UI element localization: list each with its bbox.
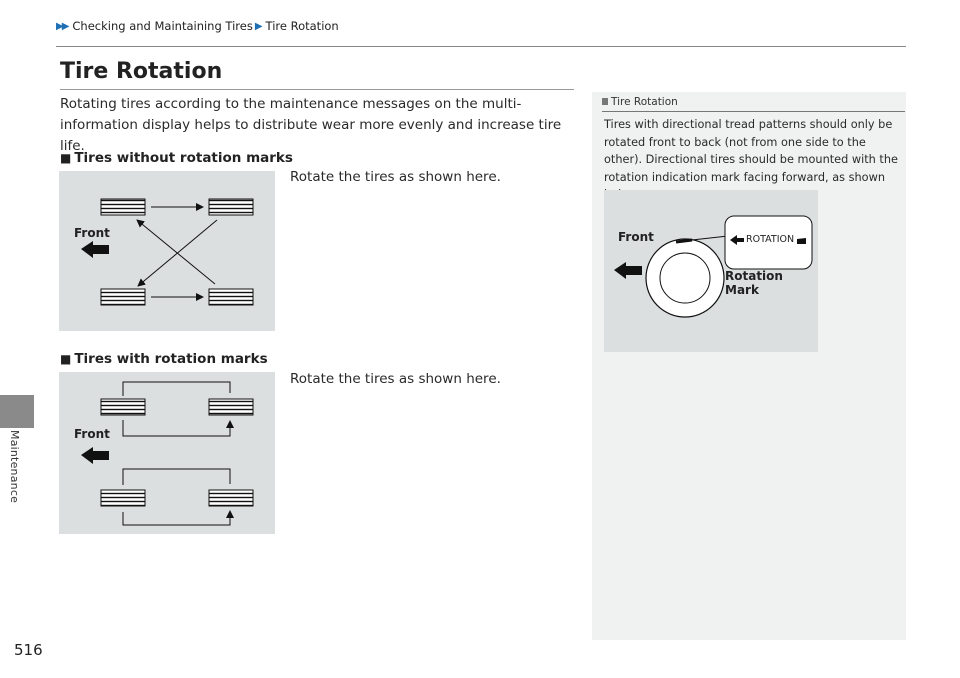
rotation-diagram-no-marks: Front [59, 171, 275, 331]
mark-tail-icon [797, 238, 806, 244]
page-number: 516 [14, 641, 43, 659]
header-divider [56, 46, 906, 47]
front-label: Front [618, 230, 654, 244]
section-text-no-marks: Rotate the tires as shown here. [290, 169, 501, 185]
rotation-mark-text: ROTATION [746, 234, 795, 245]
rotation-mark-label: Rotation Mark [725, 269, 783, 297]
breadcrumb-separator-icon: ▶ [254, 20, 263, 32]
intro-paragraph: Rotating tires according to the maintena… [60, 96, 562, 154]
front-label: Front [74, 427, 110, 441]
title-divider [60, 89, 574, 90]
front-arrow-icon [81, 447, 109, 464]
note-reference-icon [602, 98, 608, 105]
square-bullet-icon: ■ [60, 352, 72, 366]
breadcrumb-page-link[interactable]: Tire Rotation [265, 19, 339, 33]
chapter-tab-label: Maintenance [8, 430, 21, 504]
tire-rear-right-icon [208, 489, 254, 507]
rotation-diagram-no-marks-graphic [81, 198, 254, 306]
rotation-mark-graphic [614, 215, 813, 318]
breadcrumb-section-link[interactable]: Checking and Maintaining Tires [72, 19, 253, 33]
rotation-arrow [122, 381, 231, 396]
rotation-mark-indicator [675, 238, 693, 244]
sidebar-note-panel [592, 92, 906, 640]
tire-rear-left-icon [100, 489, 146, 507]
tire-front-right-icon [208, 198, 254, 216]
tire-front-left-icon [100, 198, 146, 216]
section-heading-with-marks: ■Tires with rotation marks [60, 351, 268, 367]
tire-rear-left-icon [100, 288, 146, 306]
sidebar-heading: Tire Rotation [602, 96, 678, 108]
callout-line [691, 235, 729, 241]
rotation-diagram-with-marks-graphic [81, 381, 254, 526]
mark-arrow-icon [730, 235, 744, 245]
front-arrow-icon [81, 241, 109, 258]
front-arrow-icon [614, 262, 642, 279]
tire-rear-right-icon [208, 288, 254, 306]
front-label: Front [74, 226, 110, 240]
breadcrumb-arrow-icon: ▶▶ [56, 20, 69, 32]
breadcrumb: ▶▶ Checking and Maintaining Tires ▶ Tire… [56, 19, 339, 33]
rotation-mark-diagram: ROTATION Front Rotation Mark [604, 190, 818, 352]
rotation-arrow [122, 468, 231, 485]
rotation-arrow [136, 219, 216, 285]
rotation-arrow [122, 510, 234, 526]
square-bullet-icon: ■ [60, 151, 72, 165]
section-text-with-marks: Rotate the tires as shown here. [290, 371, 501, 387]
wheel-hub-icon [659, 252, 711, 304]
tire-front-left-icon [100, 398, 146, 416]
page-title: Tire Rotation [60, 59, 223, 84]
section-heading-no-marks: ■Tires without rotation marks [60, 150, 293, 166]
chapter-tab-marker[interactable] [0, 395, 34, 428]
rotation-arrow [122, 420, 234, 437]
tire-front-right-icon [208, 398, 254, 416]
rotation-diagram-with-marks: Front [59, 372, 275, 534]
sidebar-divider [602, 111, 905, 112]
callout-box [724, 215, 813, 270]
